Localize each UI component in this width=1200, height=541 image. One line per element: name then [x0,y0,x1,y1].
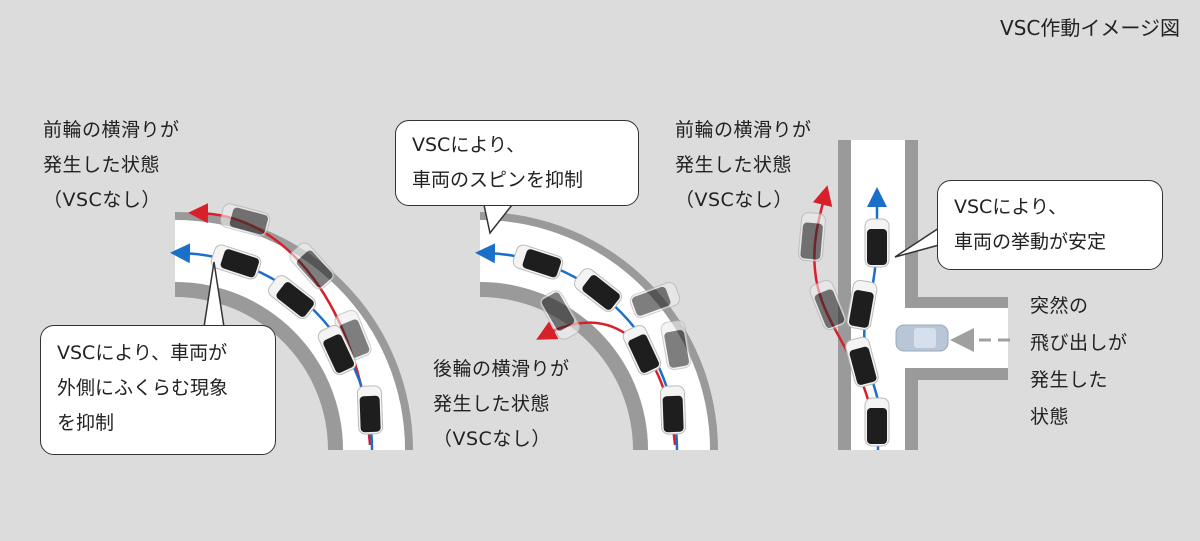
label-line: 発生した状態 [433,393,551,415]
bubble-line: VSCにより、車両が [57,342,228,364]
label-line: 発生した [1030,369,1109,391]
bubble-line: 車両のスピンを抑制 [412,169,584,191]
label-line: 状態 [1030,406,1070,428]
label-line: 飛び出しが [1030,332,1128,354]
label-line: 突然の [1030,295,1089,317]
label-line: 前輪の横滑りが [43,119,180,141]
scene2-bubble: VSCにより、 車両のスピンを抑制 [395,120,639,206]
label-line: （VSCなし） [43,189,161,211]
bubble-line: 外側にふくらむ現象 [57,377,229,399]
bubble-line: VSCにより、 [412,134,526,156]
label-line: 前輪の横滑りが [675,119,812,141]
bubble-line: を抑制 [57,412,115,434]
bubble-line: 車両の挙動が安定 [954,231,1107,253]
label-line: （VSCなし） [433,428,551,450]
scene3-side-label: 突然の 飛び出しが 発生した 状態 [1030,288,1128,436]
scene1-bubble: VSCにより、車両が 外側にふくらむ現象 を抑制 [40,325,276,455]
label-line: （VSCなし） [675,189,793,211]
diagram-title: VSC作動イメージ図 [1000,16,1180,40]
scene2-label: 後輪の横滑りが 発生した状態 （VSCなし） [433,352,570,457]
label-line: 発生した状態 [675,154,793,176]
scene1-label: 前輪の横滑りが 発生した状態 （VSCなし） [43,113,180,218]
label-line: 後輪の横滑りが [433,358,570,380]
bubble-line: VSCにより、 [954,196,1068,218]
curved-road-1 [175,212,413,450]
scene3-bubble: VSCにより、 車両の挙動が安定 [937,180,1163,270]
label-line: 発生した状態 [43,154,161,176]
oncoming-car [895,324,949,352]
scene3-label: 前輪の横滑りが 発生した状態 （VSCなし） [675,113,812,218]
